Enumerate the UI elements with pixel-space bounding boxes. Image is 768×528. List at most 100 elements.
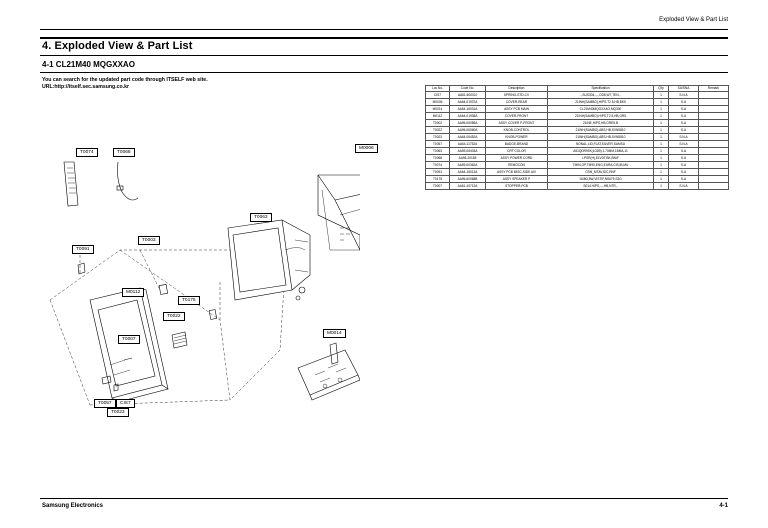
callout-t0063: T0063 [250,213,272,222]
table-cell: ASSY SPEAKER P [485,175,548,183]
table-cell: M0014 [425,105,450,113]
title-rule-bottom [40,55,728,56]
table-cell: S.A [668,112,699,120]
search-note: You can search for the updated part code… [42,77,208,91]
table-cell: BADGE-BRAND [485,140,548,148]
section-subtitle: 4-1 CL21M40 MQGXXAO [42,60,135,69]
footer-rule [40,498,728,499]
table-cell: 21INH(SAMBO),ABS,HB,SVN5810 [547,126,654,134]
callout-t0068: T0068 [113,148,135,157]
table-cell: A51QDR99X(LG89),1.70MM,1BMA,11 [547,147,654,155]
table-cell: LPSR(H),ELVDT,BK,BNIF [547,154,654,162]
footer-company: Samsung Electronics [42,503,104,509]
table-cell: S.A [668,147,699,155]
page-title: 4. Exploded View & Part List [42,40,193,52]
table-cell: S.N.A [668,133,699,141]
header-section-title: Exploded View & Part List [659,17,728,23]
callout-t0091: T0091 [72,245,94,254]
table-cell: S.A [668,98,699,106]
table-cell: AA64-16031A [449,105,486,113]
table-cell: T0091 [425,168,450,176]
table-cell: S.A [668,161,699,169]
table-cell: ASSY COVER P-FRONT [485,119,548,127]
search-note-url: URL:http://itself.sec.samsung.co.kr [42,84,130,90]
callout-t0007: T0007 [118,335,140,344]
table-cell: 21INH(SAMBO),ABS,HB,SVN5810 [547,133,654,141]
table-cell: 21INE,HIPS,HB,GRE5,B [547,119,654,127]
table-cell: CSM_MTAV,SIC,RNF [547,168,654,176]
table-cell: KNOB-CONTROL [485,126,548,134]
table-cell: 1 [653,112,669,120]
exploded-view-diagram [49,161,360,406]
table-cell: COVER-REAR [485,98,548,106]
table-cell: S.A [668,175,699,183]
table-cell [698,140,729,148]
table-cell: AA96-06060A [449,126,486,134]
table-cell: SPRING-STD-CV [485,91,548,99]
table-cell: S.A [668,154,699,162]
table-cell: M0112 [425,112,450,120]
table-cell: COVER-FRONT [485,112,548,120]
crt-drawing [227,219,311,301]
table-cell [698,133,729,141]
table-cell [698,175,729,183]
table-cell: CRT COLOR [485,147,548,155]
table-cell: -,SUS304,-,-,OD6,W7,TEN,- [547,91,654,99]
table-cell: M0006 [425,98,450,106]
table-cell: ASSY PCB MISC-SIDE AIV [485,168,548,176]
footer-page-number: 4-1 [719,503,728,509]
table-cell [698,154,729,162]
callout-t0003: T0003 [138,236,160,245]
table-cell: REMOCON [485,161,548,169]
table-cell: T0074 [425,161,450,169]
table-cell: AA96-60068B [449,175,486,183]
table-cell: AA96-20185 [449,154,486,162]
control-knob-drawing [171,331,188,349]
callout-t0074: T0074 [76,148,98,157]
table-cell: AA61-40713A [449,182,486,190]
table-cell: 1 [653,168,669,176]
table-cell: 21INH(SAMBO),HIPS,T2.5,HB,GR5 [547,112,654,120]
table-cell: S.A [668,105,699,113]
callout-t0175: T0175 [178,296,200,305]
callout-cis7: CIS7 [116,399,135,408]
table-cell: T0068 [425,154,450,162]
table-cell: NONAL,LID,FLAT,SILVER,SAMSU [547,140,654,148]
table-cell: 1 [653,140,669,148]
table-cell: 1 [653,91,669,99]
table-cell: T0057 [425,140,450,148]
table-cell: ASSY POWER CORD [485,154,548,162]
table-cell: 1 [653,154,669,162]
table-cell: AA59-06403A [449,147,486,155]
table-cell: T0175 [425,175,450,183]
table-cell: AA64-01937A [449,98,486,106]
table-cell: S.A [668,168,699,176]
table-cell: S.A [668,119,699,127]
table-cell [698,182,729,190]
callout-m0112: M0112 [122,288,145,297]
table-cell: 1 [653,98,669,106]
callout-m0014: M0014 [323,329,346,338]
table-cell: AA64-06452A [449,133,486,141]
small-parts-drawing [77,262,133,392]
table-cell: ASSY PCB MAIN [485,105,548,113]
table-cell [698,98,729,106]
table-cell: 1 [653,161,669,169]
table-cell [698,105,729,113]
table-cell: AA64-01936A [449,112,486,120]
table-cell: S.A [668,126,699,134]
table-cell [698,168,729,176]
table-cell: T0063 [425,147,450,155]
table-cell: 21INH(SAMBO),HIPS,T2.5,HB,BK5 [547,98,654,106]
table-cell: CIS7 [425,91,450,99]
rear-cover-drawing [317,174,360,251]
table-cell: AA64-16013A [449,168,486,176]
table-cell [698,147,729,155]
